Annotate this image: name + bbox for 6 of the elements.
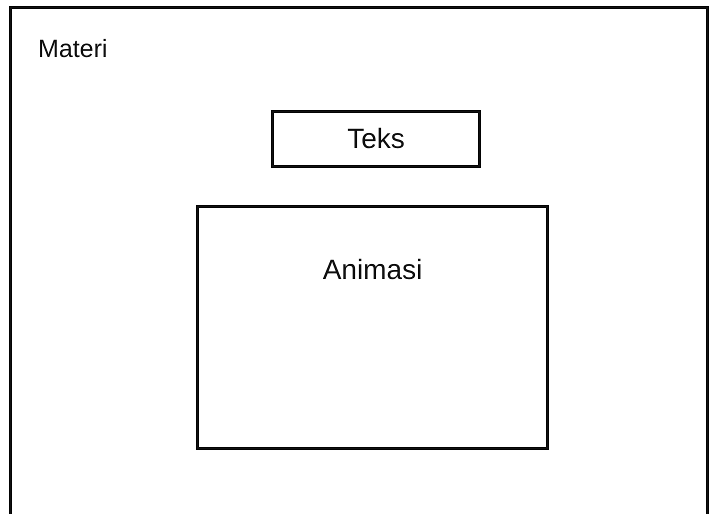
content-box	[196, 205, 549, 450]
box-label: Animasi	[322, 254, 422, 286]
frame-panel	[9, 6, 709, 514]
panel-heading: Materi	[38, 35, 108, 64]
content-box	[271, 110, 481, 168]
box-label: Teks	[347, 123, 405, 155]
